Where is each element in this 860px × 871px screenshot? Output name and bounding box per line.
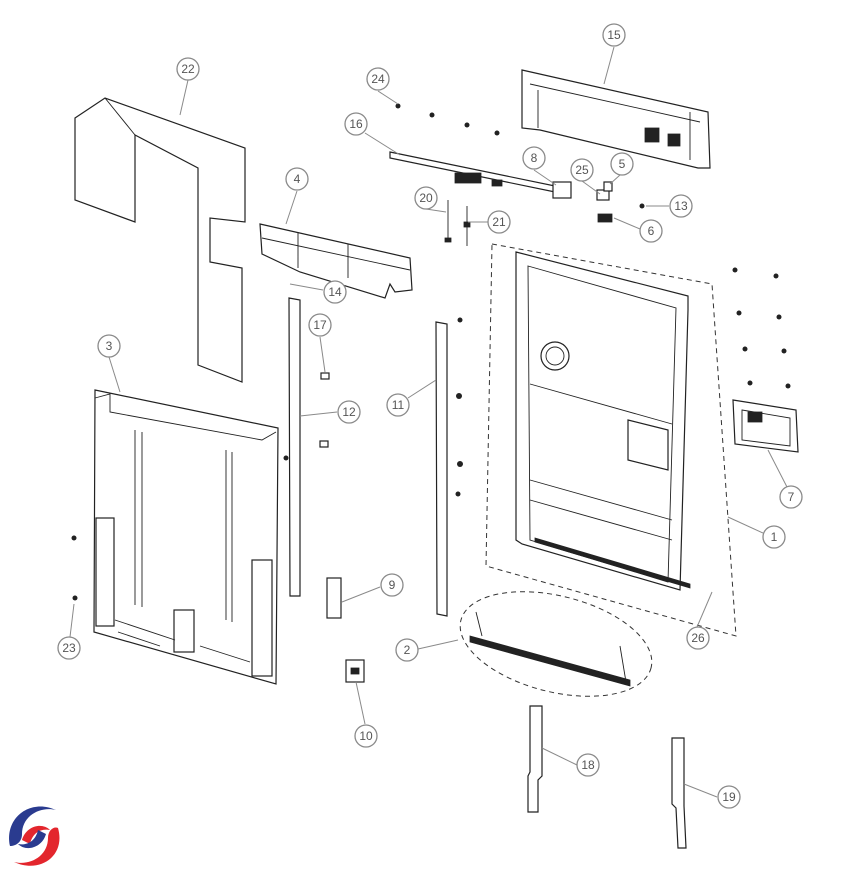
callout-15: 15 [602, 23, 626, 47]
callout-26: 26 [686, 626, 710, 650]
svg-text:3: 3 [106, 339, 113, 353]
svg-text:7: 7 [788, 490, 795, 504]
svg-text:14: 14 [328, 285, 342, 299]
parts-18-19-hinge-arms [527, 705, 687, 849]
callout-2: 2 [395, 638, 419, 662]
part-5-clip [603, 181, 613, 192]
svg-text:9: 9 [389, 578, 396, 592]
part-11-trim [435, 321, 448, 617]
part-24-screws [395, 103, 500, 136]
callout-9: 9 [380, 573, 404, 597]
svg-text:19: 19 [722, 790, 736, 804]
svg-text:1: 1 [771, 530, 778, 544]
svg-text:5: 5 [619, 157, 626, 171]
callout-4: 4 [285, 167, 309, 191]
part-4-bracket [259, 223, 413, 299]
svg-text:20: 20 [419, 191, 433, 205]
callout-6: 6 [639, 219, 663, 243]
part-7-dispenser [732, 399, 799, 453]
leader-lines [69, 46, 788, 798]
callout-21: 21 [487, 210, 511, 234]
brand-swirl-icon [4, 806, 64, 868]
svg-text:12: 12 [342, 405, 356, 419]
part-15-control-panel [521, 69, 711, 169]
parts-20-21-pins [444, 200, 471, 246]
svg-text:13: 13 [674, 199, 688, 213]
svg-text:2: 2 [404, 643, 411, 657]
small-components [552, 181, 645, 223]
svg-text:16: 16 [349, 117, 363, 131]
svg-text:22: 22 [181, 62, 195, 76]
svg-text:8: 8 [531, 151, 538, 165]
svg-text:6: 6 [648, 224, 655, 238]
svg-text:26: 26 [691, 631, 705, 645]
part-23-screws [71, 535, 78, 601]
callout-1: 1 [762, 525, 786, 549]
part-13-screw [639, 203, 645, 209]
callout-5: 5 [610, 152, 634, 176]
part-16-control-board [389, 151, 556, 193]
callout-13: 13 [669, 194, 693, 218]
svg-text:15: 15 [607, 28, 621, 42]
part-8-module [552, 181, 572, 199]
part-22-insulation [74, 97, 246, 383]
svg-text:4: 4 [294, 172, 301, 186]
part-1-inner-door [485, 243, 737, 637]
callout-20: 20 [414, 186, 438, 210]
svg-text:25: 25 [575, 163, 589, 177]
callout-10: 10 [354, 724, 378, 748]
callout-16: 16 [344, 112, 368, 136]
part-25-switch [596, 189, 610, 201]
door-screws [732, 267, 791, 389]
parts-9-10 [326, 577, 365, 683]
part-12-trim [288, 297, 301, 597]
callout-17: 17 [308, 313, 332, 337]
callout-23: 23 [57, 636, 81, 660]
callout-14: 14 [323, 280, 347, 304]
part-3-outer-door [93, 389, 279, 685]
callout-8: 8 [522, 146, 546, 170]
svg-text:23: 23 [62, 641, 76, 655]
callout-3: 3 [97, 334, 121, 358]
callout-19: 19 [717, 785, 741, 809]
callout-22: 22 [176, 57, 200, 81]
callout-11: 11 [386, 393, 410, 417]
svg-text:21: 21 [492, 215, 506, 229]
svg-text:18: 18 [581, 758, 595, 772]
callout-7: 7 [779, 485, 803, 509]
callout-12: 12 [337, 400, 361, 424]
callout-25: 25 [570, 158, 594, 182]
part-17-bolts [283, 317, 463, 497]
callout-24: 24 [366, 67, 390, 91]
part-2-hinge-kit [459, 591, 653, 697]
svg-text:24: 24 [371, 72, 385, 86]
callout-18: 18 [576, 753, 600, 777]
part-6-latch [597, 213, 613, 223]
svg-text:10: 10 [359, 729, 373, 743]
svg-text:11: 11 [392, 398, 405, 412]
svg-text:17: 17 [313, 318, 327, 332]
